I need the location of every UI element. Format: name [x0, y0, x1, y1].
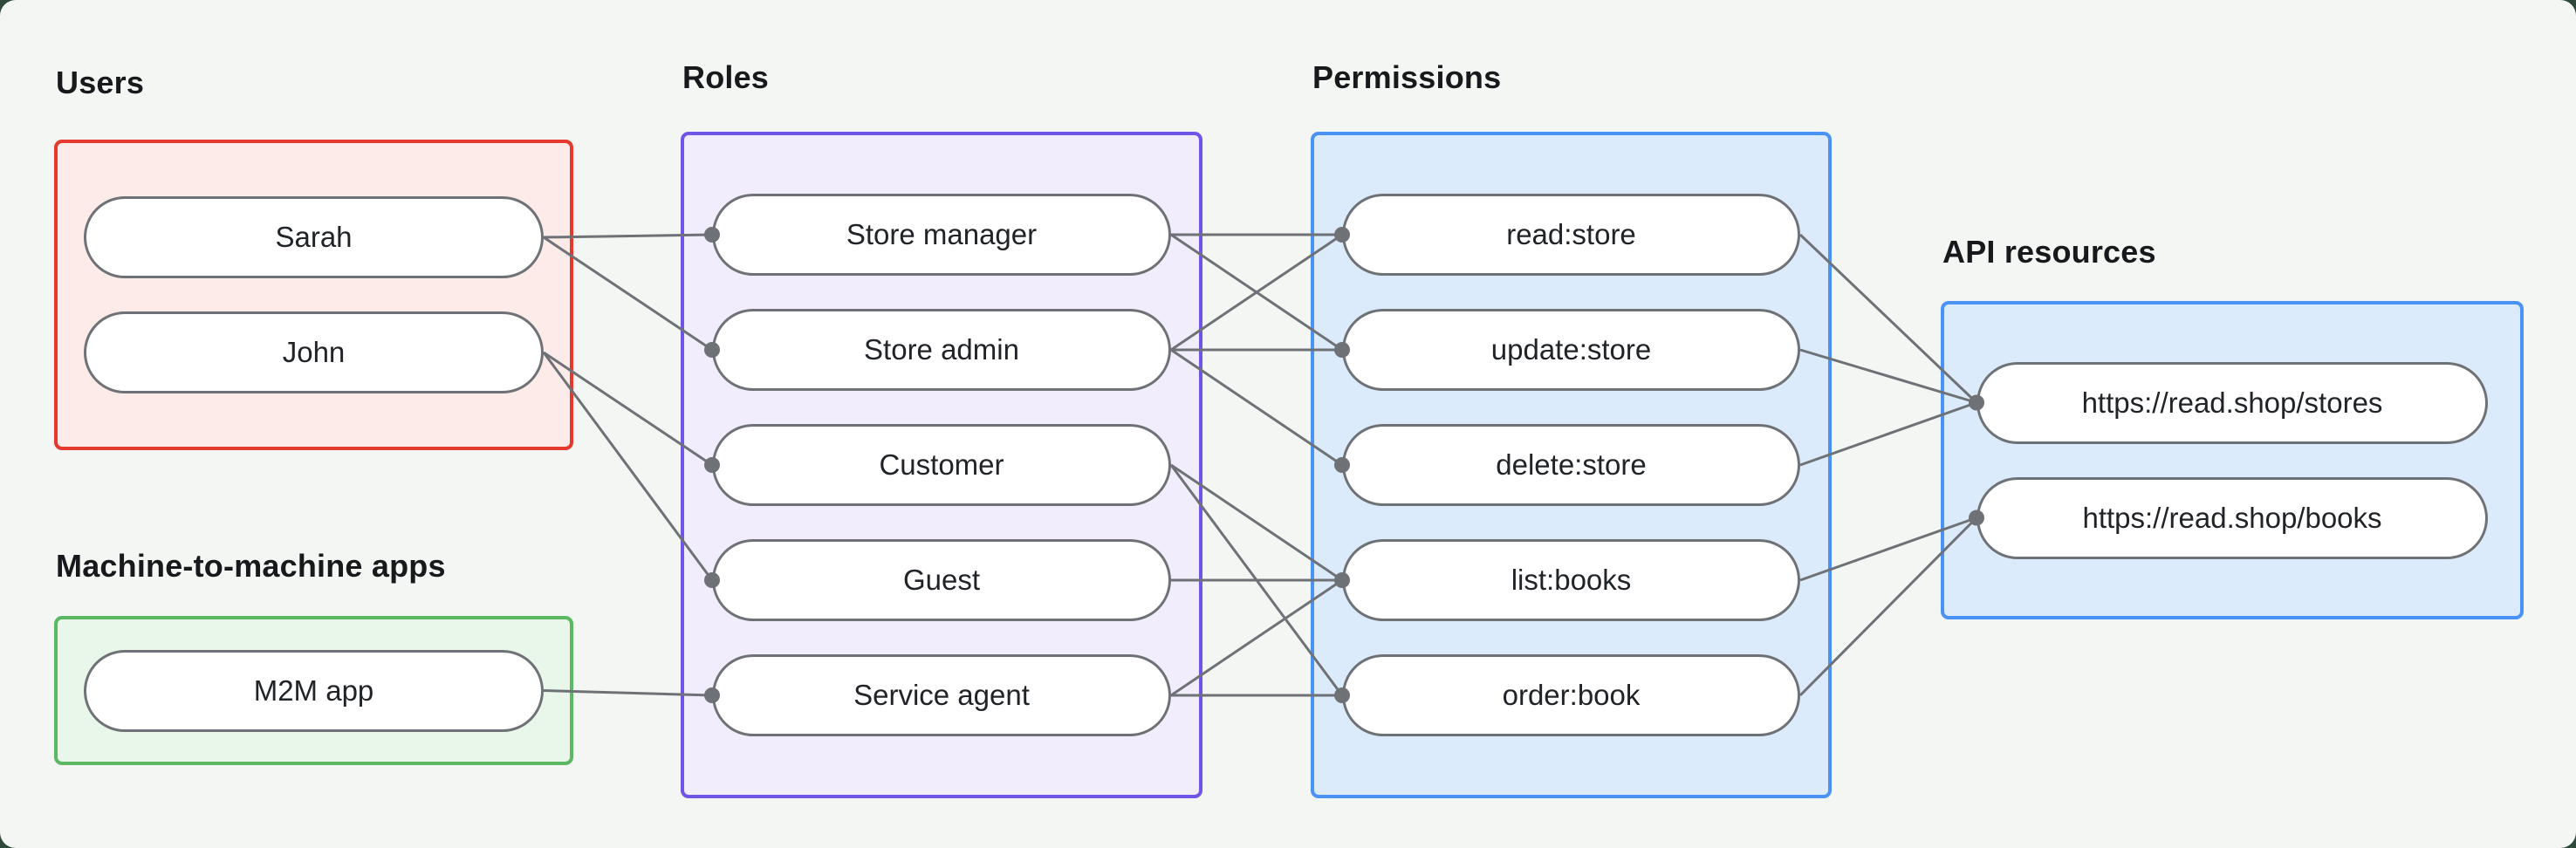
node-pill-john: John [84, 311, 544, 393]
node-pill-read-store: read:store [1342, 194, 1800, 276]
node-pill-https-read-shop-books: https://read.shop/books [1977, 476, 2488, 559]
users-section-label: Users [56, 65, 145, 100]
permissions-group-box: read:store update:store delete:store list:b… [1311, 132, 1832, 798]
node-pill-delete-store: delete:store [1342, 424, 1800, 506]
node-pill-list-books: list:books [1342, 539, 1800, 621]
node-pill-update-store: update:store [1342, 309, 1800, 391]
machine-to-machine-apps-group-box: M2M app [54, 616, 573, 765]
node-pill-sarah: Sarah [84, 196, 544, 278]
node-pill-service-agent: Service agent [712, 654, 1171, 736]
node-pill-m2m-app: M2M app [84, 649, 544, 732]
node-pill-https-read-shop-stores: https://read.shop/stores [1977, 361, 2488, 444]
machine-to-machine-apps-section-label: Machine-to-machine apps [56, 548, 446, 584]
roles-section-label: Roles [682, 59, 770, 95]
api-resources-group-box: https://read.shop/stores https://read.sho… [1941, 301, 2524, 619]
node-pill-store-manager: Store manager [712, 194, 1171, 276]
permissions-section-label: Permissions [1312, 59, 1502, 95]
node-pill-guest: Guest [712, 539, 1171, 621]
api-resources-section-label: API resources [1942, 234, 2156, 270]
node-pill-customer: Customer [712, 424, 1171, 506]
node-pill-store-admin: Store admin [712, 309, 1171, 391]
node-pill-order-book: order:book [1342, 654, 1800, 736]
